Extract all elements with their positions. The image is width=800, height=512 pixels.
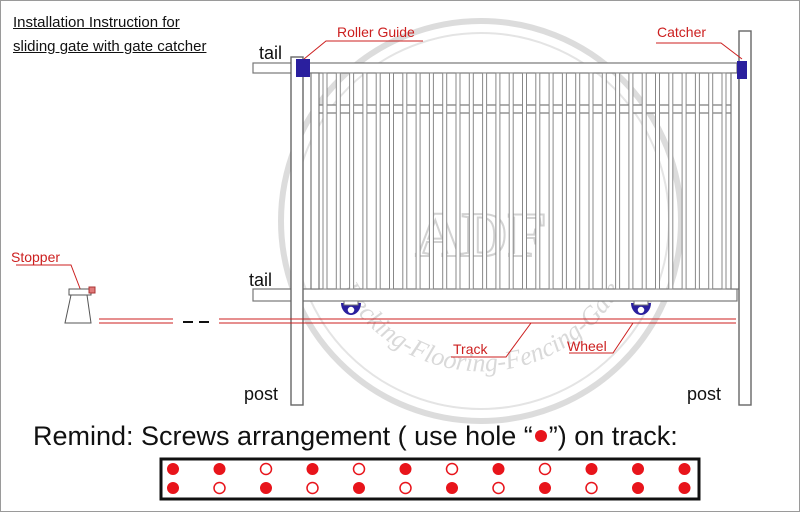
screw-hole-filled — [167, 482, 179, 494]
roller-guide-leader — [303, 40, 423, 60]
picket — [588, 72, 594, 290]
picket — [428, 72, 434, 290]
wheel-right — [631, 300, 651, 315]
screw-hole-open — [585, 481, 598, 495]
picket — [601, 72, 607, 290]
picket — [455, 72, 461, 290]
gate-frame-left — [310, 72, 320, 290]
screw-hole-filled — [678, 463, 691, 475]
picket — [322, 72, 328, 290]
picket — [482, 72, 488, 290]
screw-hole-filled — [492, 463, 505, 475]
wheel-leader — [569, 322, 634, 354]
picket — [362, 72, 368, 290]
roller-guide-fitting — [296, 59, 310, 77]
wheel-left — [341, 300, 361, 315]
screw-hole-filled — [167, 463, 179, 475]
screw-hole-filled — [632, 463, 644, 475]
screw-hole-filled — [213, 463, 226, 475]
screw-hole-open — [213, 481, 226, 495]
picket — [681, 72, 687, 290]
remind-text: Remind: Screws arrangement ( use hole “ ”… — [33, 423, 678, 450]
post-right — [738, 30, 752, 406]
screw-hole-filled — [678, 482, 691, 494]
picket — [721, 72, 727, 290]
picket — [468, 72, 474, 290]
picket — [442, 72, 448, 290]
title-line-1: Installation Instruction for — [13, 14, 180, 31]
screw-hole-open — [492, 481, 505, 495]
wheel-label: Wheel — [567, 338, 607, 354]
stopper-label: Stopper — [11, 249, 61, 265]
screw-track-panel — [159, 457, 701, 501]
picket — [415, 72, 421, 290]
bottom-rail — [252, 288, 738, 302]
picket — [628, 72, 634, 290]
remind-before: Remind: Screws arrangement ( use hole “ — [33, 421, 533, 451]
screw-hole-filled — [539, 482, 551, 494]
screw-hole-open — [399, 481, 412, 495]
catcher-label: Catcher — [657, 24, 707, 40]
screw-hole-filled — [353, 482, 365, 494]
picket — [495, 72, 501, 290]
picket — [389, 72, 394, 290]
screw-hole-open — [259, 462, 273, 476]
catcher-fitting — [737, 61, 747, 79]
picket — [349, 72, 355, 290]
roller-guide-label: Roller Guide — [337, 24, 415, 40]
screw-hole-filled — [446, 482, 458, 494]
screw-hole-filled — [585, 463, 598, 475]
picket — [548, 72, 554, 290]
post-left-label: post — [244, 384, 279, 404]
picket — [508, 72, 514, 290]
stopper — [64, 286, 96, 324]
track-leader — [451, 322, 532, 358]
screw-holes — [167, 462, 691, 495]
track-label: Track — [453, 341, 488, 357]
picket — [335, 72, 341, 290]
picket — [655, 72, 660, 290]
picket — [402, 72, 408, 290]
tail-top-label: tail — [259, 43, 283, 63]
screw-hole-filled — [260, 482, 272, 494]
screw-hole-open — [445, 462, 459, 476]
picket — [668, 72, 674, 290]
post-right-label: post — [687, 384, 722, 404]
screw-hole-open — [538, 462, 552, 476]
picket — [561, 72, 567, 290]
picket — [694, 72, 700, 290]
title-line-2: sliding gate with gate catcher — [13, 38, 207, 55]
screw-hole-filled — [632, 482, 644, 494]
top-rail — [252, 62, 738, 74]
stopper-leader — [16, 264, 82, 292]
picket — [641, 72, 647, 290]
picket — [375, 72, 381, 290]
screw-hole-filled — [306, 463, 319, 475]
filled-hole-icon — [534, 429, 547, 442]
screw-hole-open — [352, 462, 366, 476]
tail-bottom-label: tail — [249, 270, 273, 290]
picket — [535, 72, 541, 290]
picket — [522, 72, 527, 290]
gate-frame-right — [730, 72, 740, 290]
picket — [615, 72, 621, 290]
screw-hole-filled — [399, 463, 412, 475]
screw-hole-open — [306, 481, 319, 495]
gate-pickets — [322, 72, 727, 290]
picket — [575, 72, 581, 290]
remind-after: ”) on track: — [548, 421, 678, 451]
post-left — [290, 56, 304, 406]
picket — [708, 72, 714, 290]
catcher-leader — [656, 42, 743, 60]
